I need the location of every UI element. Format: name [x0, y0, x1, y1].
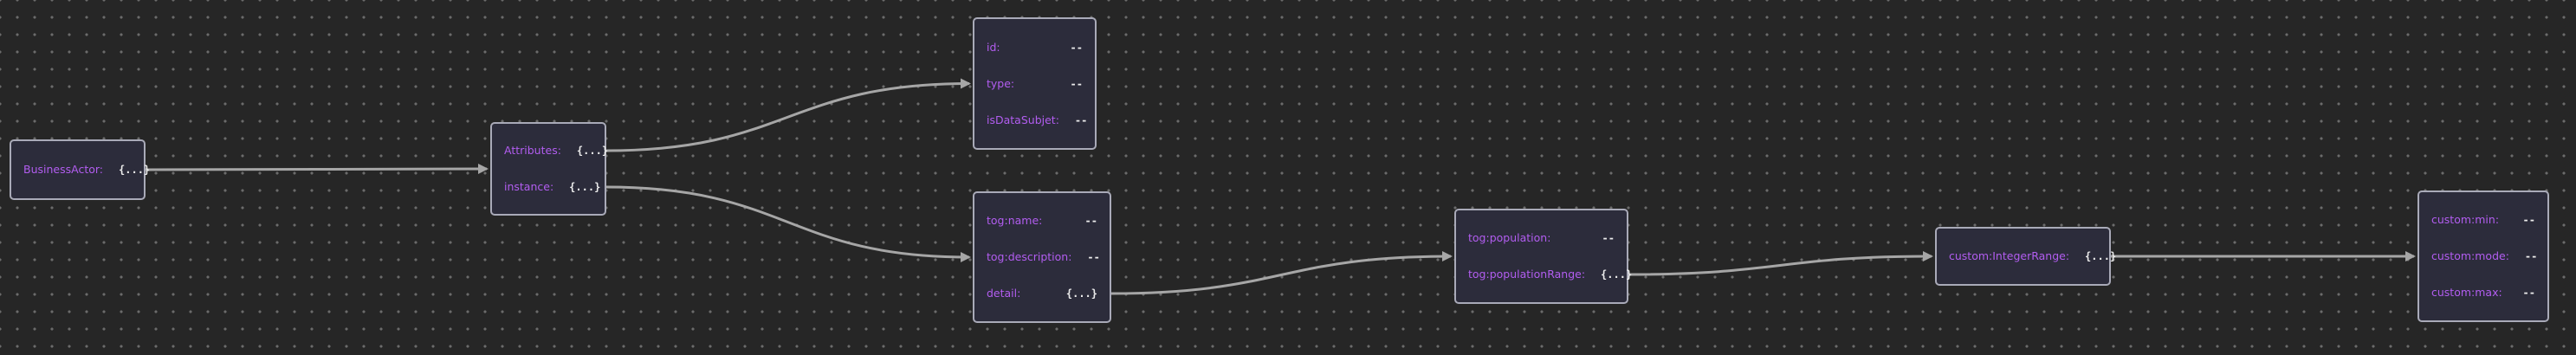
empty-value: -- — [1070, 41, 1083, 54]
edge-business-actor-to-attributes-instance — [145, 164, 489, 175]
edge-instance-values-to-detail-values — [1110, 251, 1453, 295]
field-key: tog:name: — [987, 214, 1043, 227]
field-key: custom:IntegerRange: — [1949, 249, 2070, 262]
node-integer-range-values[interactable]: custom:min: -- custom:mode: -- custom:max: -- — [2417, 190, 2549, 322]
field-key: tog:populationRange: — [1468, 268, 1586, 281]
node-attributes-values[interactable]: id: -- type: -- isDataSubjet: -- — [973, 17, 1097, 150]
empty-value: -- — [1074, 113, 1088, 126]
edge-attributes-instance-to-instance-values — [605, 185, 971, 262]
node-business-actor[interactable]: BusinessActor: {...} — [10, 139, 150, 200]
empty-value: -- — [1087, 251, 1100, 263]
field-row-instance[interactable]: instance: {...} — [504, 176, 600, 198]
field-row-tog-populationrange[interactable]: tog:populationRange: {...} — [1468, 263, 1632, 286]
field-key: custom:min: — [2431, 213, 2500, 226]
field-key: id: — [987, 40, 1000, 54]
node-attributes-instance[interactable]: Attributes: {...} instance: {...} — [490, 122, 608, 216]
field-row-custom-mode: custom:mode: -- — [2431, 245, 2538, 268]
field-key: instance: — [504, 180, 554, 193]
field-row-detail[interactable]: detail: {...} — [987, 282, 1097, 305]
field-key: Attributes: — [504, 144, 561, 157]
node-detail-values[interactable]: tog:population: -- tog:populationRange: {..… — [1454, 209, 1632, 304]
empty-value: -- — [2524, 250, 2538, 262]
field-key: type: — [987, 76, 1015, 90]
expand-object-value[interactable]: {...} — [1065, 287, 1097, 300]
field-key: custom:max: — [2431, 286, 2502, 299]
node-population-range[interactable]: custom:IntegerRange: {...} — [1935, 227, 2116, 286]
field-key: isDataSubjet: — [987, 113, 1059, 126]
edge-attributes-instance-to-attributes-values — [605, 78, 971, 152]
field-key: tog:population: — [1468, 231, 1551, 244]
field-key: custom:mode: — [2431, 249, 2509, 262]
field-row-type: type: -- — [987, 73, 1083, 95]
field-row-tog-name: tog:name: -- — [987, 210, 1097, 232]
expand-object-value[interactable]: {...} — [119, 164, 151, 176]
field-key: tog:description: — [987, 250, 1072, 263]
expand-object-value[interactable]: {...} — [1601, 268, 1633, 281]
field-row-businessactor[interactable]: BusinessActor: {...} — [23, 158, 150, 181]
expand-object-value[interactable]: {...} — [569, 181, 601, 193]
field-row-custom-integerrange[interactable]: custom:IntegerRange: {...} — [1949, 245, 2116, 268]
field-key: detail: — [987, 287, 1021, 300]
field-row-attributes[interactable]: Attributes: {...} — [504, 139, 608, 162]
expand-object-value[interactable]: {...} — [576, 145, 609, 157]
field-row-custom-min: custom:min: -- — [2431, 209, 2535, 231]
empty-value: -- — [1070, 77, 1083, 90]
empty-value: -- — [2522, 214, 2535, 226]
field-row-tog-description: tog:description: -- — [987, 246, 1100, 268]
field-row-custom-max: custom:max: -- — [2431, 281, 2535, 304]
empty-value: -- — [2522, 287, 2535, 299]
node-instance-values[interactable]: tog:name: -- tog:description: -- detail: {...… — [973, 191, 1111, 323]
empty-value: -- — [1602, 232, 1615, 244]
field-key: BusinessActor: — [23, 163, 104, 176]
field-row-id: id: -- — [987, 36, 1083, 59]
empty-value: -- — [1084, 215, 1097, 227]
edge-detail-values-to-population-range — [1628, 251, 1933, 276]
field-row-tog-population: tog:population: -- — [1468, 227, 1615, 249]
expand-object-value[interactable]: {...} — [2085, 250, 2117, 262]
field-row-isdatasubjet: isDataSubjet: -- — [987, 109, 1087, 132]
